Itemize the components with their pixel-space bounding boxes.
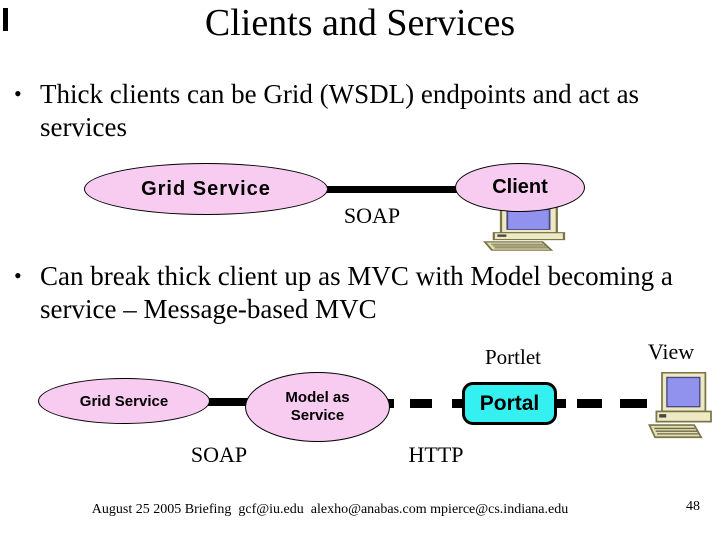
grid-service-label-2: Grid Service xyxy=(79,392,169,410)
soap-label-2: SOAP xyxy=(190,442,248,467)
bullet-item-2: • Can break thick client up as MVC with … xyxy=(14,260,700,326)
http-dashed-connector xyxy=(410,399,432,408)
view-label: View xyxy=(647,339,695,364)
bullet-glyph: • xyxy=(14,263,22,288)
bullet-item-1: • Thick clients can be Grid (WSDL) endpo… xyxy=(14,78,700,144)
grid-service-node-2: Grid Service xyxy=(38,378,210,424)
desktop-computer-icon xyxy=(648,372,718,440)
model-as-service-label: Model as Service xyxy=(285,389,350,424)
client-node: Client xyxy=(455,163,585,212)
page-number: 48 xyxy=(686,499,700,514)
soap-connector-2 xyxy=(200,398,256,406)
slide-title: Clients and Services xyxy=(204,2,516,44)
desktop-computer-icon xyxy=(483,206,573,252)
bullet-glyph: • xyxy=(14,81,22,106)
portal-view-dashed-connector xyxy=(620,399,647,408)
footer-text: August 25 2005 Briefing gcf@iu.edu alexh… xyxy=(91,502,569,517)
http-dashed-connector xyxy=(452,399,464,408)
portal-label: Portal xyxy=(479,391,540,415)
bullet-text: Can break thick client up as MVC with Mo… xyxy=(40,261,673,324)
http-label: HTTP xyxy=(408,442,464,467)
grid-service-label-1: Grid Service xyxy=(141,177,271,200)
soap-connector-1 xyxy=(320,186,462,193)
portal-node: Portal xyxy=(462,382,557,425)
http-dashed-connector xyxy=(388,399,394,408)
portlet-label: Portlet xyxy=(485,345,541,369)
portal-view-dashed-connector xyxy=(577,399,602,408)
stray-mark xyxy=(3,8,8,31)
model-as-service-node: Model as Service xyxy=(245,372,390,442)
client-label: Client xyxy=(492,176,548,198)
grid-service-node-1: Grid Service xyxy=(84,163,328,215)
bullet-text: Thick clients can be Grid (WSDL) endpoin… xyxy=(40,79,640,142)
portal-view-dashed-connector xyxy=(557,399,566,408)
soap-label-1: SOAP xyxy=(343,203,401,228)
